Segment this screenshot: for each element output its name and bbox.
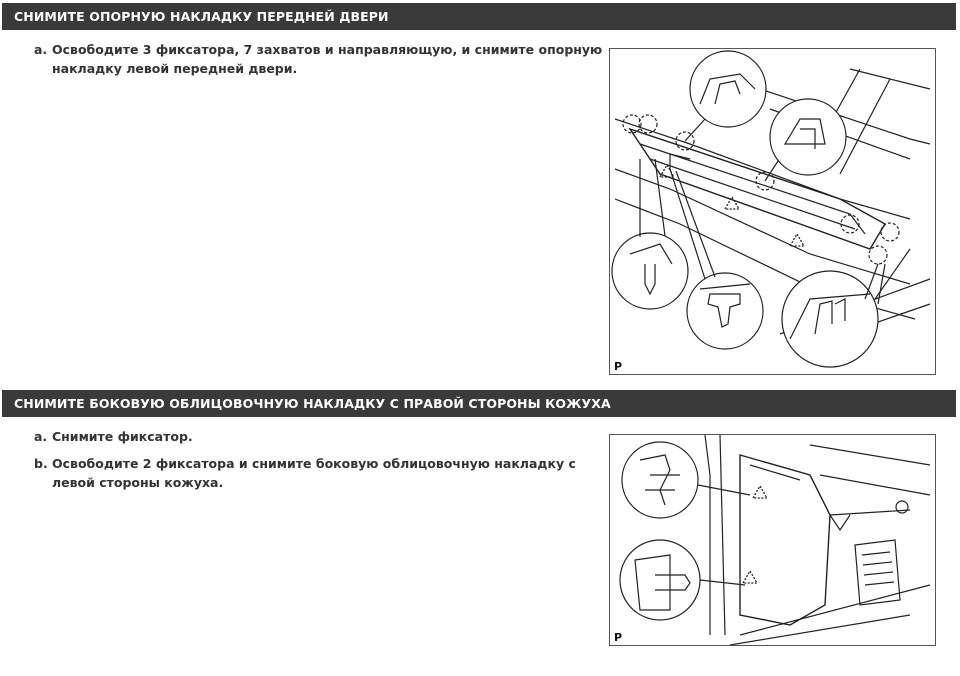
step-marker: a. [34, 429, 48, 444]
step-2b: b. Освободите 2 фиксатора и снимите боко… [34, 454, 604, 492]
cowl-side-trim-drawing [619, 435, 931, 645]
door-scuff-plate-figure: P [609, 48, 936, 375]
figure-label: P [614, 631, 623, 644]
section-1-title: СНИМИТЕ ОПОРНУЮ НАКЛАДКУ ПЕРЕДНЕЙ ДВЕРИ [2, 3, 956, 30]
step-marker: a. [34, 42, 48, 57]
step-1a: a. Освободите 3 фиксатора, 7 захватов и … [34, 40, 604, 78]
figure-label: P [614, 360, 623, 373]
section-2-title: СНИМИТЕ БОКОВУЮ ОБЛИЦОВОЧНУЮ НАКЛАДКУ С … [2, 390, 956, 417]
step-marker: b. [34, 456, 48, 471]
step-2a: a. Снимите фиксатор. [34, 427, 604, 446]
cowl-side-trim-figure: P [609, 434, 936, 646]
step-text: Снимите фиксатор. [52, 429, 193, 444]
door-scuff-plate-drawing [611, 50, 931, 368]
step-text: Освободите 3 фиксатора, 7 захватов и нап… [52, 42, 603, 76]
step-text: Освободите 2 фиксатора и снимите боковую… [52, 456, 576, 490]
